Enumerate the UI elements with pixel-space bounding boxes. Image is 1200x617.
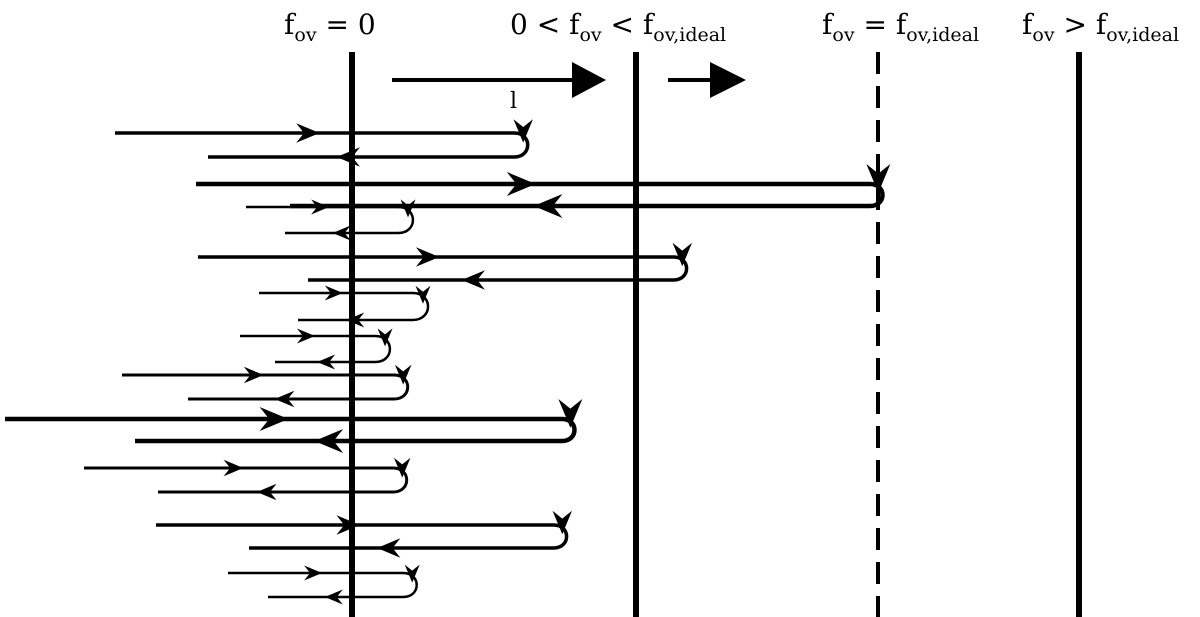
label-fov-zero: fov = 0 [284,8,376,46]
overshoot-loop [240,328,393,370]
overshoot-loop [198,242,693,290]
label-fov-ideal: fov = fov,ideal [822,8,979,46]
length-marker-label: l [510,89,517,114]
direction-arrow-large [392,62,606,98]
direction-arrow-small [668,62,746,98]
label-fov-greater: fov > fov,ideal [1022,8,1179,46]
overshoot-loop [122,364,412,408]
overshoot-loop [156,510,573,558]
overshoot-loop [196,164,891,218]
overshoot-loop [5,399,583,453]
overshoot-loop [115,119,533,167]
overshoot-loop [84,457,411,501]
overshoot-loop [246,199,416,241]
overshoot-loops [5,119,891,605]
label-fov-between: 0 < fov < fov,ideal [510,8,726,46]
overshoot-loop [228,564,420,605]
overshoot-loop [259,285,431,328]
